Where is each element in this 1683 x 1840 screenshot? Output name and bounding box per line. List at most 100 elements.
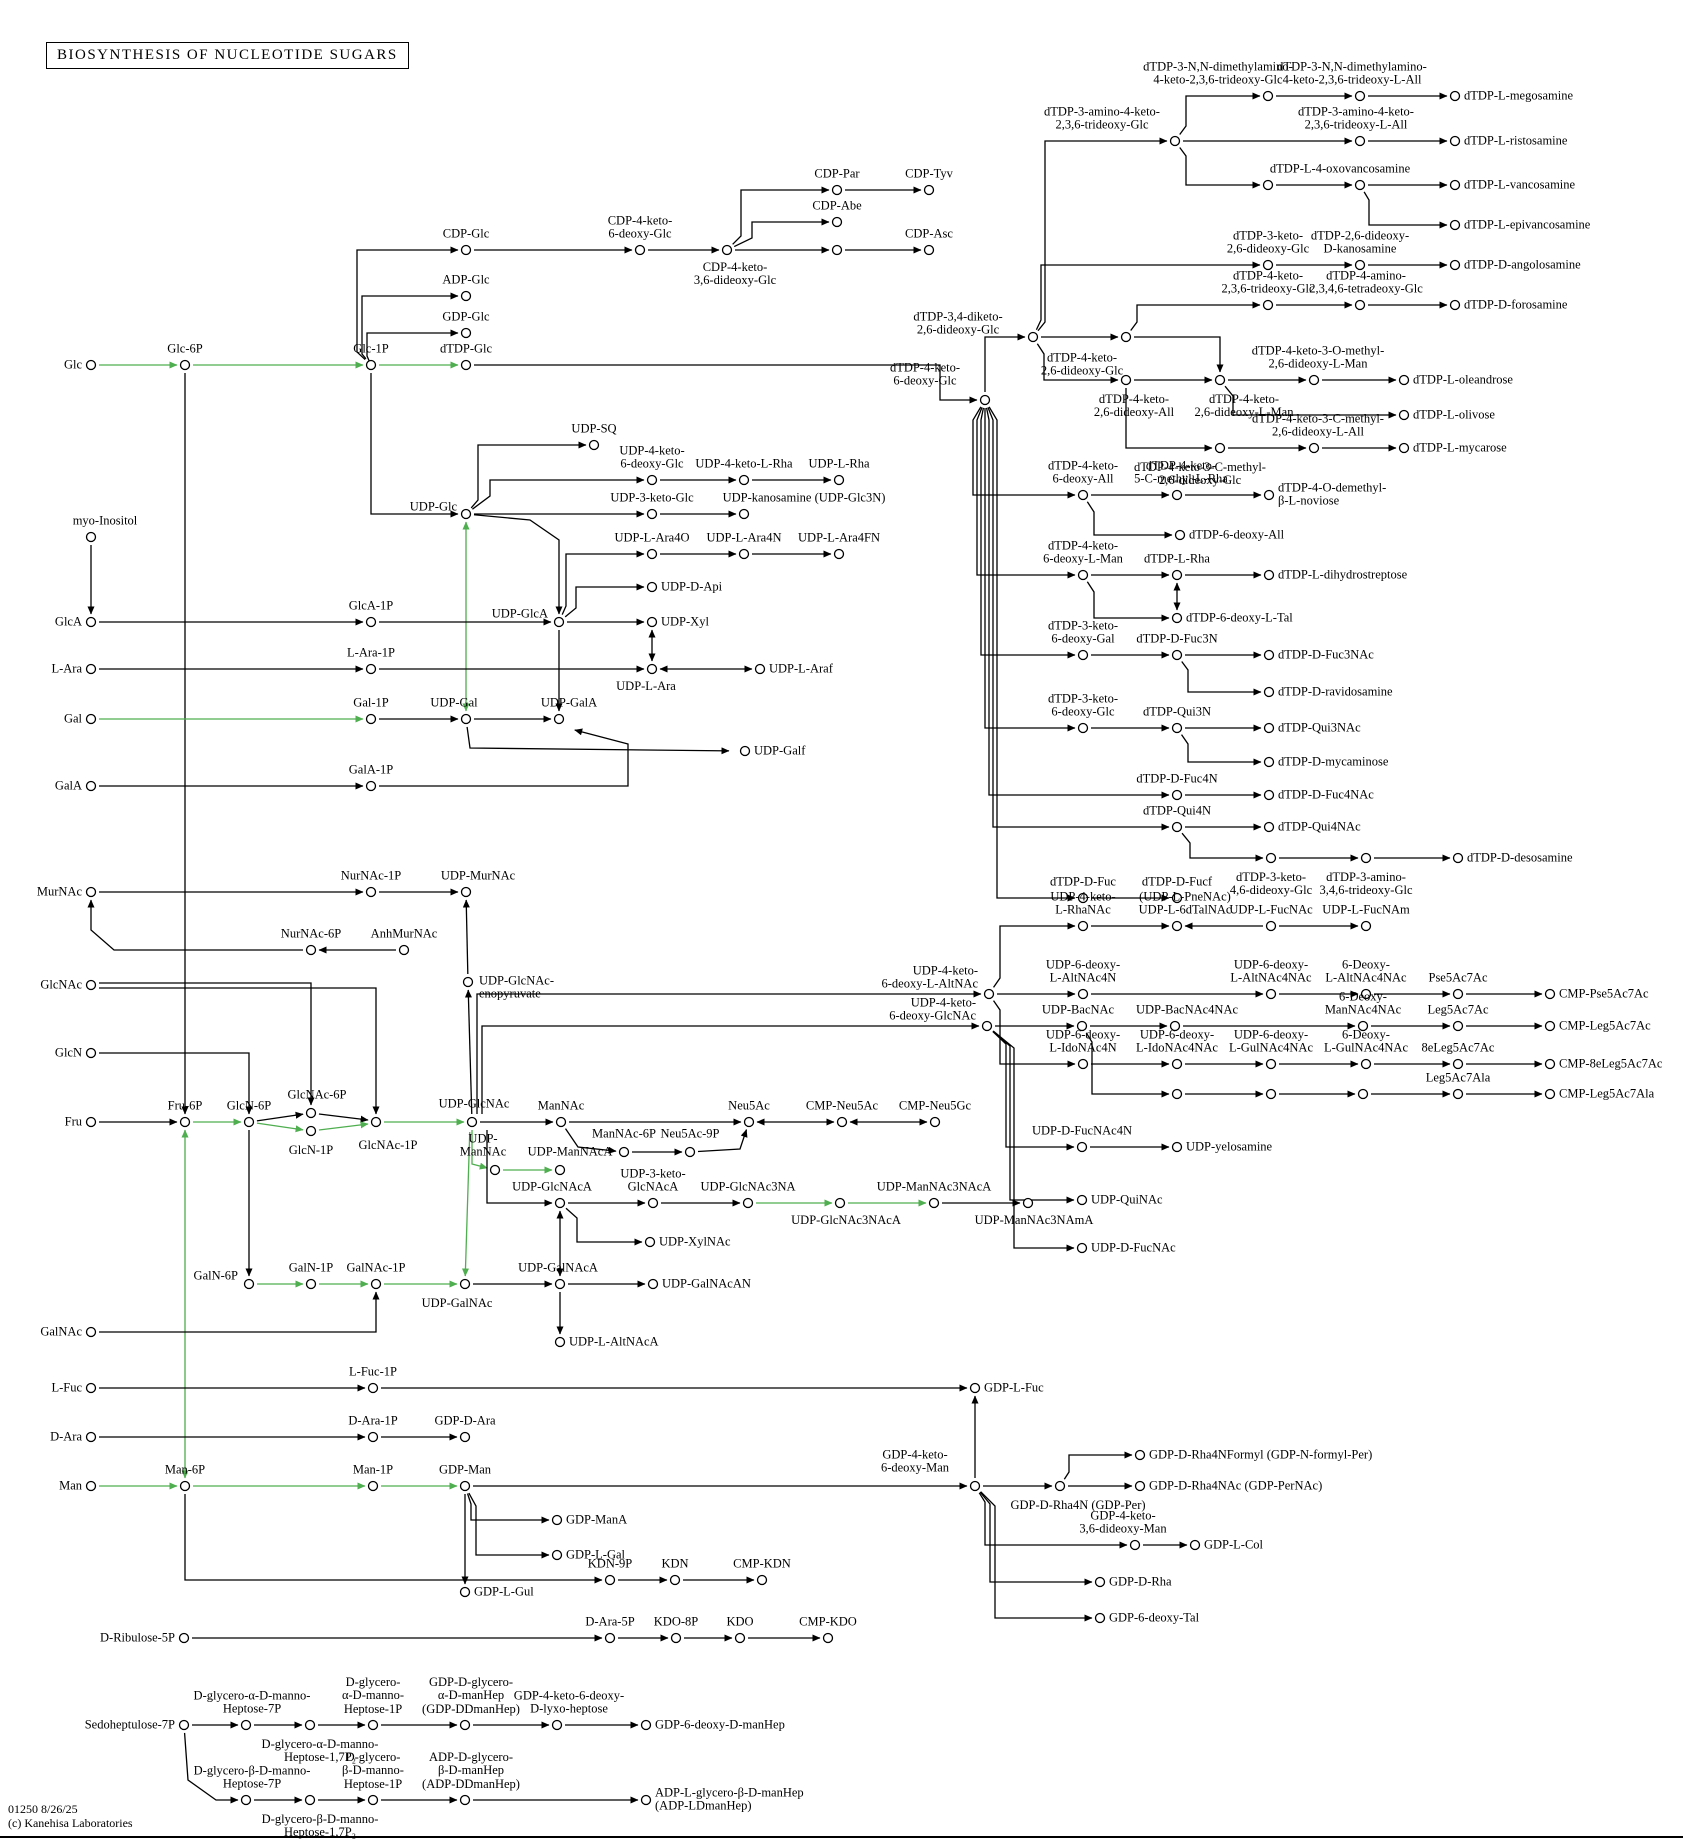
compound-node-nur1p[interactable] <box>365 886 377 898</box>
compound-node-gdplgul[interactable] <box>459 1586 471 1598</box>
compound-node-rha4n[interactable] <box>1054 1480 1066 1492</box>
compound-label-ol[interactable]: dTDP-L-olivose <box>1413 407 1495 422</box>
compound-node-anhmur[interactable] <box>398 944 410 956</box>
compound-node-glcn6p[interactable] <box>243 1116 255 1128</box>
compound-node-u3naca[interactable] <box>834 1197 846 1209</box>
compound-label-f3t[interactable]: dTDP-D-Fuc3NAc <box>1278 647 1374 662</box>
compound-label-cmpneu5ac[interactable]: CMP-Neu5Ac <box>805 1098 879 1113</box>
compound-node-dara5p[interactable] <box>604 1632 616 1644</box>
compound-node-gala1p[interactable] <box>365 780 377 792</box>
compound-node-m6t[interactable] <box>1449 299 1461 311</box>
compound-label-ha2[interactable]: D-glycero-α-D-manno- Heptose-1,7P₂ <box>261 1737 379 1765</box>
compound-node-aminohub[interactable] <box>1169 135 1181 147</box>
compound-label-m2b[interactable]: dTDP-3-amino-4-keto- 2,3,6-trideoxy-L-Al… <box>1298 104 1414 132</box>
compound-node-m5t[interactable] <box>1449 259 1461 271</box>
compound-label-lfuc[interactable]: L-Fuc <box>51 1380 82 1395</box>
compound-node-sedo[interactable] <box>178 1719 190 1731</box>
compound-node-glca1p[interactable] <box>365 616 377 628</box>
compound-node-ps4[interactable] <box>1452 988 1464 1000</box>
compound-label-o4[interactable]: dTDP-L-oleandrose <box>1413 372 1513 387</box>
compound-node-el1[interactable] <box>1077 1058 1089 1070</box>
compound-node-f4b[interactable] <box>1171 789 1183 801</box>
compound-label-dst[interactable]: dTDP-D-desosamine <box>1467 850 1573 865</box>
compound-node-f3b[interactable] <box>1171 649 1183 661</box>
compound-label-galrow[interactable]: Gal <box>63 711 82 726</box>
compound-node-m6b[interactable] <box>1354 299 1366 311</box>
compound-node-gal1p[interactable] <box>365 713 377 725</box>
compound-label-nv3[interactable]: dTDP-4-O-demethyl- β-L-noviose <box>1278 480 1387 508</box>
compound-label-galnac1p[interactable]: GalNAc-1P <box>346 1260 406 1275</box>
compound-node-udpmannaca[interactable] <box>554 1164 566 1176</box>
compound-label-cdpglc[interactable]: CDP-Glc <box>442 226 490 241</box>
compound-label-gdpmana[interactable]: GDP-ManA <box>566 1512 628 1527</box>
compound-node-ua4fn[interactable] <box>833 548 845 560</box>
compound-label-cdptyv[interactable]: CDP-Tyv <box>905 166 953 181</box>
compound-node-udpgalf[interactable] <box>739 745 751 757</box>
compound-label-gdphub[interactable]: GDP-4-keto- 6-deoxy-Man <box>880 1447 950 1475</box>
compound-node-ulrha[interactable] <box>833 474 845 486</box>
compound-label-u3kg[interactable]: UDP-3-keto-Glc <box>610 490 694 505</box>
compound-node-lfuc1p[interactable] <box>367 1382 379 1394</box>
compound-node-ularaf[interactable] <box>754 663 766 675</box>
compound-node-kdn9p[interactable] <box>604 1574 616 1586</box>
compound-node-u3kg[interactable] <box>646 508 658 520</box>
compound-label-galnac[interactable]: GalNAc <box>40 1324 82 1339</box>
compound-node-cmpkdn[interactable] <box>756 1574 768 1586</box>
compound-node-uglca[interactable] <box>553 616 565 628</box>
compound-node-gdpglc[interactable] <box>460 327 472 339</box>
compound-node-glc[interactable] <box>85 359 97 371</box>
compound-label-hb2[interactable]: D-glycero-β-D-manno- Heptose-1,7P₂ <box>261 1812 379 1840</box>
compound-node-la4[interactable] <box>1452 1088 1464 1100</box>
compound-label-udpgal[interactable]: UDP-Gal <box>430 695 478 710</box>
compound-node-cdpglc[interactable] <box>460 244 472 256</box>
compound-node-udpgalnaca[interactable] <box>554 1278 566 1290</box>
compound-label-ua4o[interactable]: UDP-L-Ara4O <box>614 530 690 545</box>
compound-node-m3a[interactable] <box>1262 179 1274 191</box>
compound-node-gdp6dtal[interactable] <box>1094 1612 1106 1624</box>
compound-label-m6a[interactable]: dTDP-4-keto- 2,3,6-trideoxy-Glc <box>1221 268 1315 296</box>
compound-label-ps2[interactable]: UDP-6-deoxy- L-AltNAc4NAc <box>1230 957 1312 985</box>
compound-node-el6[interactable] <box>1544 1058 1556 1070</box>
compound-label-kd1[interactable]: GDP-4-keto- 3,6-dideoxy-Man <box>1079 1508 1167 1536</box>
compound-label-lg3[interactable]: 6-Deoxy- ManNAc4NAc <box>1324 989 1402 1017</box>
compound-node-m6a[interactable] <box>1262 299 1274 311</box>
compound-node-q4b[interactable] <box>1171 821 1183 833</box>
compound-node-man[interactable] <box>85 1480 97 1492</box>
compound-label-galarow[interactable]: GalA <box>54 778 82 793</box>
compound-node-la2[interactable] <box>1265 1088 1277 1100</box>
compound-node-rha4nact[interactable] <box>1134 1480 1146 1492</box>
compound-label-kdo8p[interactable]: KDO-8P <box>653 1614 699 1629</box>
compound-node-hub2[interactable] <box>1120 331 1132 343</box>
compound-label-nur1p[interactable]: NurNAc-1P <box>340 868 402 883</box>
compound-label-udpgalnaca[interactable]: UDP-GalNAcA <box>518 1260 598 1275</box>
compound-label-neu9p[interactable]: Neu5Ac-9P <box>660 1126 720 1141</box>
compound-node-ulara[interactable] <box>646 663 658 675</box>
compound-label-udpmur[interactable]: UDP-MurNAc <box>440 868 516 883</box>
compound-node-lara1p[interactable] <box>365 663 377 675</box>
compound-label-cdpabe[interactable]: CDP-Abe <box>812 198 862 213</box>
compound-node-glcn1p[interactable] <box>305 1125 317 1137</box>
compound-label-m3b[interactable]: dTDP-L-4-oxovancosamine <box>1269 161 1411 176</box>
compound-label-uapi[interactable]: UDP-D-Api <box>661 579 723 594</box>
compound-label-gdplgal[interactable]: GDP-L-Gal <box>566 1547 626 1562</box>
compound-label-myo[interactable]: myo-Inositol <box>72 513 138 528</box>
compound-node-ps3[interactable] <box>1360 988 1372 1000</box>
compound-node-m2t[interactable] <box>1449 135 1461 147</box>
compound-label-glcnac6p[interactable]: GlcNAc-6P <box>287 1087 347 1102</box>
compound-node-lg1[interactable] <box>1076 1020 1088 1032</box>
compound-node-m1b[interactable] <box>1354 90 1366 102</box>
compound-label-u3na[interactable]: UDP-GlcNAc3NA <box>700 1179 796 1194</box>
compound-label-glca[interactable]: GlcA <box>54 614 82 629</box>
compound-label-glcn[interactable]: GlcN <box>54 1045 82 1060</box>
compound-node-hb2[interactable] <box>304 1794 316 1806</box>
compound-node-althub[interactable] <box>983 988 995 1000</box>
compound-label-gal1p[interactable]: Gal-1P <box>353 695 389 710</box>
compound-label-hb1[interactable]: D-glycero-β-D-manno- Heptose-7P <box>193 1763 311 1791</box>
compound-label-gdpdara[interactable]: GDP-D-Ara <box>434 1413 496 1428</box>
compound-node-rhb[interactable] <box>1171 569 1183 581</box>
compound-label-udpglc[interactable]: UDP-Glc <box>409 499 457 514</box>
compound-node-myc[interactable] <box>1263 756 1275 768</box>
compound-node-u4kr[interactable] <box>738 474 750 486</box>
compound-node-my4[interactable] <box>1398 442 1410 454</box>
compound-node-udpgala[interactable] <box>553 713 565 725</box>
